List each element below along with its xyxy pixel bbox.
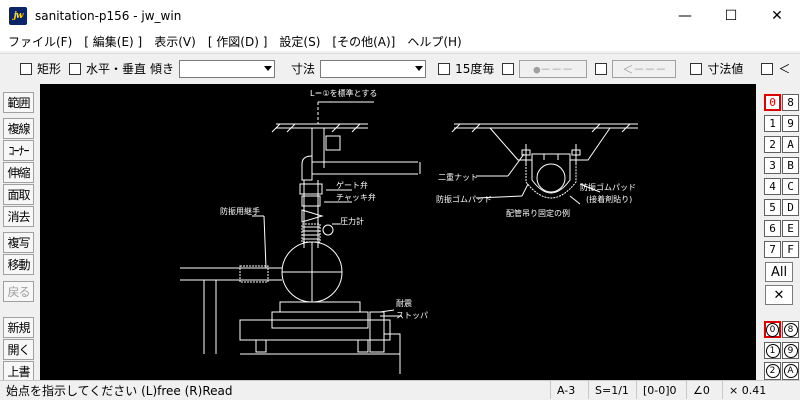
- rect-checkbox[interactable]: [20, 62, 32, 75]
- menu-draw[interactable]: [ 作図(D) ]: [207, 34, 268, 49]
- dimval-checkbox[interactable]: [690, 62, 703, 75]
- lt-label: ＜: [778, 62, 791, 76]
- chevron-down-icon: [415, 65, 424, 71]
- arrow-checkbox[interactable]: [595, 62, 608, 75]
- all-layers-button[interactable]: All: [765, 262, 793, 282]
- parallel-line-button[interactable]: 複線: [3, 118, 34, 139]
- close-icon[interactable]: ✕: [765, 285, 793, 305]
- gate-valve-text: ゲート弁: [336, 180, 368, 190]
- hv-label: 水平・垂直: [86, 62, 147, 76]
- menu-file[interactable]: ファイル(F): [8, 34, 73, 49]
- command-palette: 範囲 複線 ｺｰﾅｰ 伸縮 面取 消去 複写 移動 戻る 新規 開く 上書: [0, 90, 38, 382]
- undo-button[interactable]: 戻る: [3, 281, 34, 302]
- menu-other[interactable]: [その他(A)]: [332, 34, 396, 49]
- scale-indicator[interactable]: S=1/1: [588, 381, 636, 399]
- arrow-line-button[interactable]: ＜－－－: [612, 59, 677, 78]
- layer-a-button[interactable]: A: [782, 362, 799, 380]
- hv-checkbox[interactable]: [69, 62, 82, 75]
- menu-bar: ファイル(F) [ 編集(E) ] 表示(V) [ 作図(D) ] 設定(S) …: [0, 31, 800, 51]
- layer-group-9-button[interactable]: 9: [782, 115, 799, 132]
- lt-checkbox[interactable]: [761, 62, 774, 75]
- note-top-text: L＝①を標準とする: [310, 88, 377, 98]
- window-title: sanitation-p156 - jw_win: [35, 8, 182, 23]
- slope-combo[interactable]: [179, 59, 276, 78]
- layer-group-2-button[interactable]: 2: [764, 136, 781, 153]
- seismic-stopper-text-1: 耐震: [396, 298, 412, 308]
- erase-button[interactable]: 消去: [3, 206, 34, 227]
- title-bar: jw sanitation-p156 - jw_win — ☐ ✕: [0, 0, 800, 31]
- layer-group-6-button[interactable]: 6: [764, 220, 781, 237]
- layer-0-button[interactable]: 0: [764, 321, 781, 338]
- menu-edit[interactable]: [ 編集(E) ]: [84, 34, 143, 49]
- slope-label: 傾き: [150, 62, 175, 76]
- copy-button[interactable]: 複写: [3, 232, 34, 253]
- rect-label: 矩形: [37, 62, 62, 76]
- hanger-example-text: 配管吊り固定の例: [506, 208, 570, 218]
- paper-size-indicator[interactable]: A-3: [550, 381, 588, 399]
- layer-1-button[interactable]: 1: [764, 342, 781, 359]
- drawing-canvas[interactable]: L＝①を標準とする ゲート弁 チャッキ弁 防振用継手 圧力計 耐震 ストッパ 二…: [40, 84, 756, 380]
- layer-group-7-button[interactable]: 7: [764, 241, 781, 258]
- layer-group-0-button[interactable]: 0: [764, 94, 781, 111]
- range-button[interactable]: 範囲: [3, 92, 34, 113]
- cad-drawing: L＝①を標準とする ゲート弁 チャッキ弁 防振用継手 圧力計 耐震 ストッパ 二…: [180, 88, 638, 374]
- layer-group-c-button[interactable]: C: [782, 178, 799, 195]
- layer-2-button[interactable]: 2: [764, 362, 781, 380]
- layer-group-5-button[interactable]: 5: [764, 199, 781, 216]
- seismic-stopper-text-2: ストッパ: [396, 311, 428, 320]
- point-line-button[interactable]: ●－－－: [519, 59, 588, 78]
- layer-group-f-button[interactable]: F: [782, 241, 799, 258]
- status-bar: 始点を指示してください (L)free (R)Read: [0, 380, 800, 400]
- pressure-gauge-text: 圧力計: [340, 216, 364, 226]
- layer-8-button[interactable]: 8: [782, 321, 799, 338]
- app-icon: jw: [9, 6, 27, 25]
- layer-group-d-button[interactable]: D: [782, 199, 799, 216]
- close-button[interactable]: ✕: [771, 7, 783, 24]
- angle-indicator[interactable]: ∠0: [686, 381, 722, 399]
- zoom-factor-indicator[interactable]: × 0.41: [722, 381, 800, 399]
- vib-pad-text: 防振ゴムパッド: [436, 194, 492, 204]
- vib-joint-text: 防振用継手: [220, 206, 260, 216]
- open-button[interactable]: 開く: [3, 339, 34, 360]
- chamfer-button[interactable]: 面取: [3, 184, 34, 205]
- layer-group-1-button[interactable]: 1: [764, 115, 781, 132]
- deg15-label: 15度毎: [455, 62, 495, 76]
- vib-pad-right-note: (接着剤貼り): [586, 194, 632, 204]
- corner-button[interactable]: ｺｰﾅｰ: [3, 140, 34, 161]
- layer-indicator[interactable]: [0-0]0: [636, 381, 686, 399]
- move-button[interactable]: 移動: [3, 254, 34, 275]
- layer-group-3-button[interactable]: 3: [764, 157, 781, 174]
- layer-group-b-button[interactable]: B: [782, 157, 799, 174]
- layer-group-8-button[interactable]: 8: [782, 94, 799, 111]
- overwrite-button[interactable]: 上書: [3, 361, 34, 382]
- deg15-checkbox[interactable]: [438, 62, 451, 75]
- dim-combo[interactable]: [320, 59, 427, 78]
- layer-group-4-button[interactable]: 4: [764, 178, 781, 195]
- check-valve-text: チャッキ弁: [336, 192, 376, 202]
- tool-options-bar: 矩形 水平・垂直 傾き 寸法 15度毎 ●－－－ ＜－－－ 寸法値 ＜: [0, 53, 800, 83]
- new-button[interactable]: 新規: [3, 317, 34, 338]
- menu-help[interactable]: ヘルプ(H): [407, 34, 462, 49]
- dimval-label: 寸法値: [707, 62, 744, 76]
- menu-view[interactable]: 表示(V): [154, 34, 196, 49]
- double-nut-text: 二重ナット: [438, 172, 478, 182]
- stretch-button[interactable]: 伸縮: [3, 162, 34, 183]
- status-message: 始点を指示してください (L)free (R)Read: [6, 384, 233, 398]
- menu-settings[interactable]: 設定(S): [279, 34, 321, 49]
- minimize-button[interactable]: —: [678, 7, 692, 24]
- dim-label: 寸法: [291, 62, 316, 76]
- point-checkbox[interactable]: [502, 62, 515, 75]
- layer-group-a-button[interactable]: A: [782, 136, 799, 153]
- maximize-button[interactable]: ☐: [724, 7, 738, 24]
- chevron-down-icon: [264, 65, 273, 71]
- vib-pad-right-text: 防振ゴムパッド: [580, 182, 636, 192]
- layer-9-button[interactable]: 9: [782, 342, 799, 359]
- layer-group-e-button[interactable]: E: [782, 220, 799, 237]
